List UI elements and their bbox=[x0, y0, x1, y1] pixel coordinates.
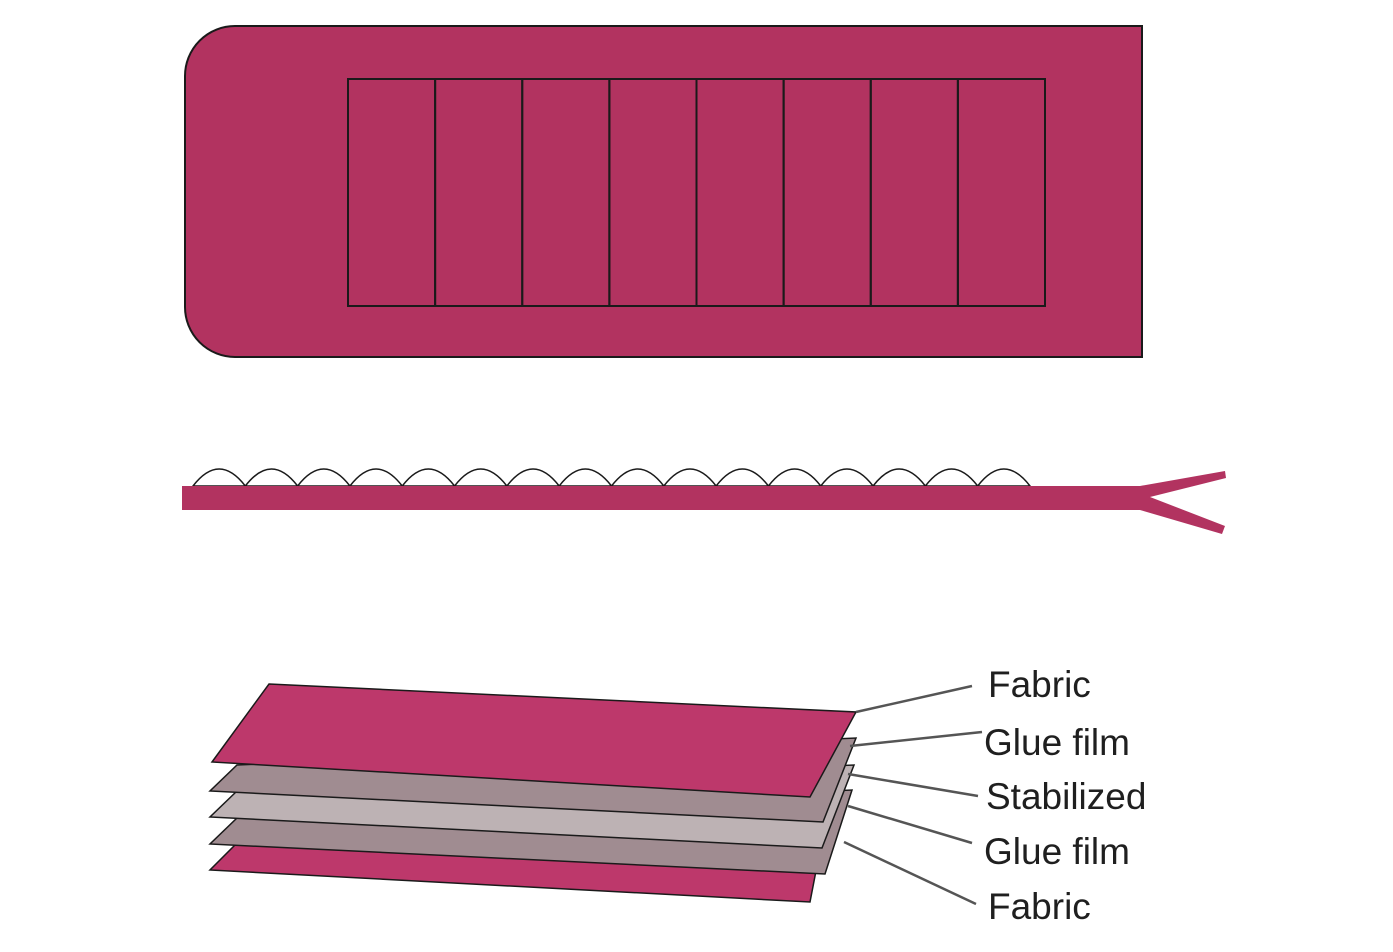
leader-line-glue-film-bottom bbox=[847, 804, 973, 845]
bump bbox=[609, 468, 666, 487]
label-fabric-top: Fabric bbox=[988, 664, 1091, 705]
leader-line-glue-film-top bbox=[849, 730, 983, 748]
bump bbox=[557, 468, 614, 487]
bump bbox=[714, 468, 770, 487]
panel bbox=[956, 78, 1046, 307]
layer-labels: Fabric Glue film Stabilized Glue film Fa… bbox=[984, 664, 1146, 927]
bump bbox=[976, 468, 1032, 487]
leader-line-fabric-bottom bbox=[843, 840, 977, 906]
label-glue-film-top: Glue film bbox=[984, 722, 1130, 763]
label-stabilized: Stabilized bbox=[986, 776, 1146, 817]
bump bbox=[923, 468, 980, 487]
strap-top-view bbox=[184, 25, 1143, 358]
bump bbox=[766, 468, 823, 487]
bump bbox=[243, 468, 300, 487]
bump bbox=[662, 468, 718, 487]
bump bbox=[453, 468, 509, 487]
bump bbox=[348, 468, 404, 487]
leader-lines bbox=[843, 684, 983, 906]
label-glue-film-bottom: Glue film bbox=[984, 831, 1130, 872]
bump-row bbox=[191, 468, 1032, 487]
label-fabric-bottom: Fabric bbox=[988, 886, 1091, 927]
leader-line-fabric-top bbox=[855, 684, 973, 714]
bump bbox=[819, 468, 875, 487]
leader-line-stabilized bbox=[847, 772, 979, 798]
bump bbox=[400, 468, 457, 487]
strap-top-body bbox=[184, 25, 1143, 358]
panel-grid bbox=[347, 78, 1046, 307]
layer-fabric-top bbox=[210, 683, 858, 798]
bump bbox=[505, 468, 561, 487]
strap-side-strip bbox=[182, 471, 1226, 534]
bump bbox=[296, 468, 352, 487]
layer-stack bbox=[208, 683, 858, 903]
bump bbox=[191, 468, 247, 487]
bump bbox=[871, 468, 927, 487]
strap-side-view bbox=[182, 468, 1226, 534]
